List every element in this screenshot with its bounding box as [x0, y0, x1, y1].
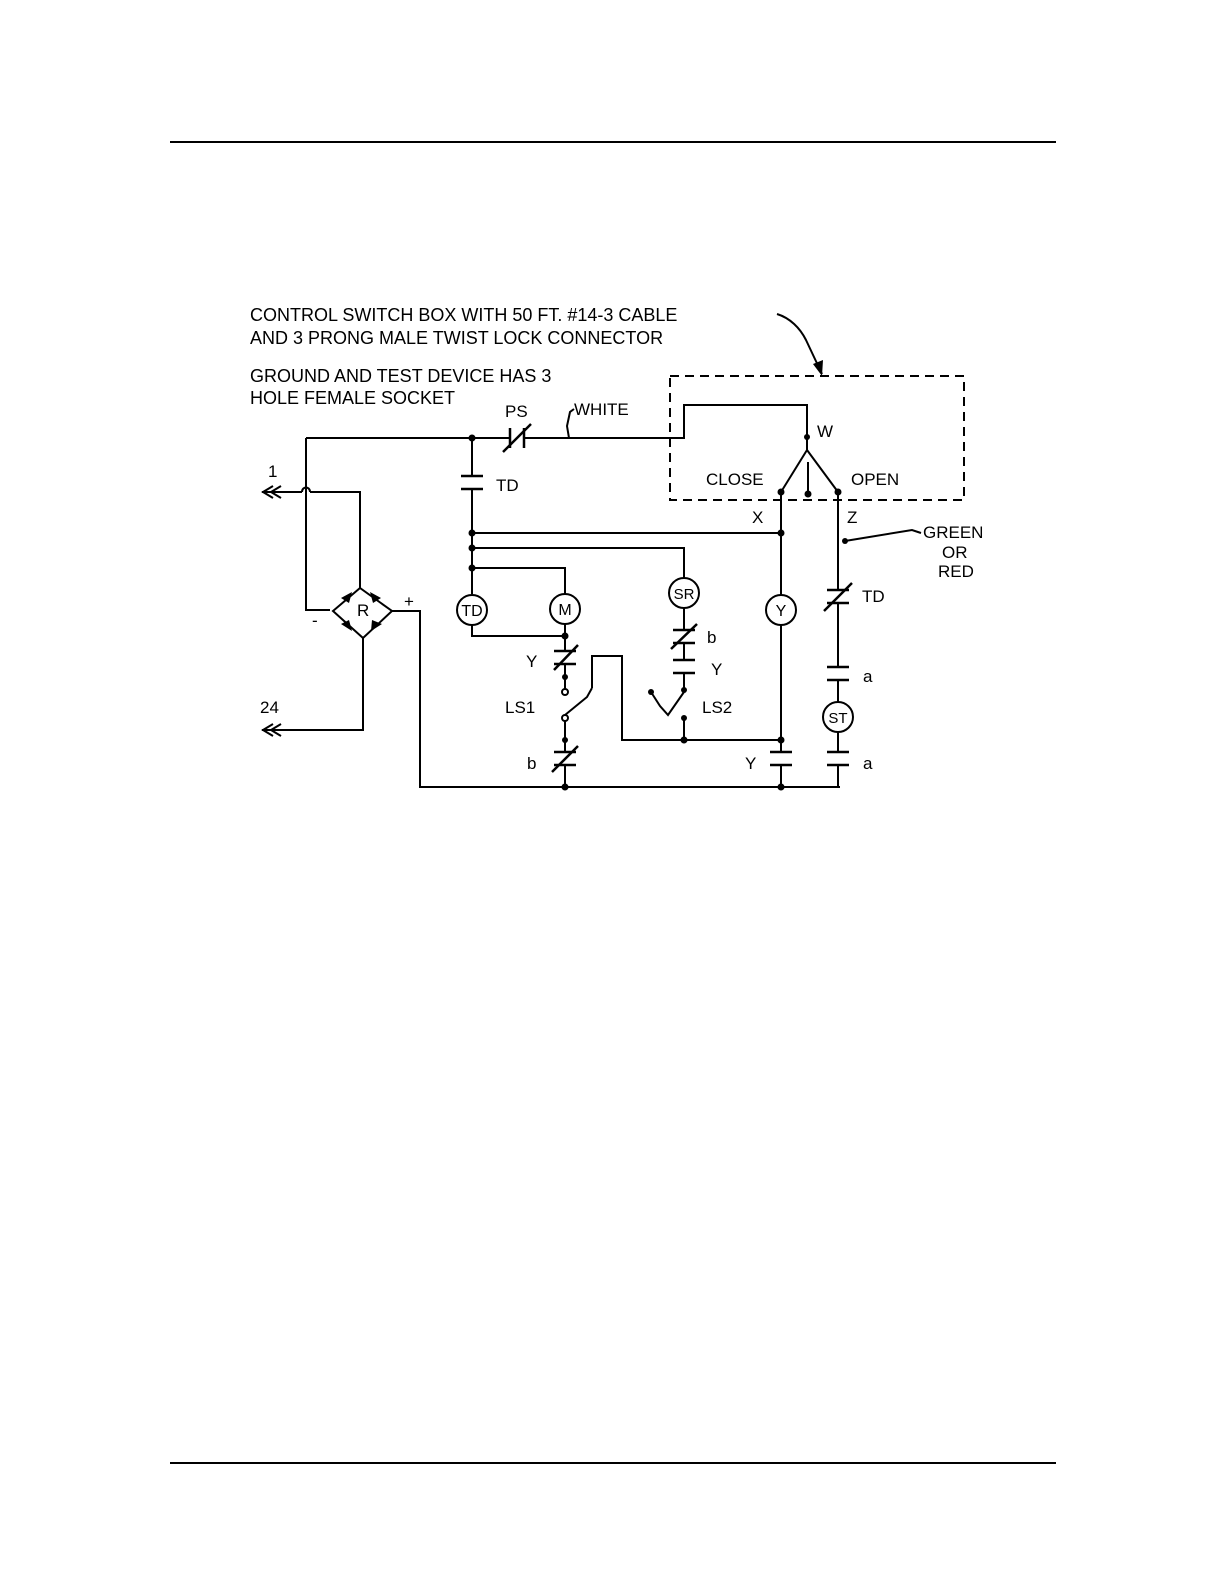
- label-open: OPEN: [851, 470, 899, 489]
- wire-terminal-1: [262, 492, 360, 588]
- diode-3-icon: [341, 620, 352, 631]
- wire-positive-bus: [392, 611, 840, 787]
- label-white: WHITE: [574, 400, 629, 419]
- td-coil-label: TD: [461, 603, 482, 620]
- node-bottom-y: [778, 784, 785, 791]
- label-ls1: LS1: [505, 698, 535, 717]
- label-y-sr: Y: [711, 660, 722, 679]
- rectifier-plus: +: [404, 592, 414, 611]
- box-leader-arrowhead: [813, 360, 823, 376]
- node-off: [805, 491, 812, 498]
- label-ls2: LS2: [702, 698, 732, 717]
- ls1-blade: [565, 688, 592, 715]
- green-tag-leader: [845, 530, 921, 541]
- label-red: RED: [938, 562, 974, 581]
- bus-sr: [472, 548, 684, 578]
- label-y-bottom: Y: [745, 754, 756, 773]
- note-control-box-1: CONTROL SWITCH BOX WITH 50 FT. #14-3 CAB…: [250, 305, 677, 325]
- node-ls2-arm: [648, 689, 654, 695]
- ls1-terminal-bottom: [562, 715, 568, 721]
- td-no-contact: [461, 476, 483, 489]
- note-ground-2: HOLE FEMALE SOCKET: [250, 388, 455, 408]
- rectifier-label: R: [357, 601, 369, 620]
- node-bus-x: [469, 530, 476, 537]
- y-contact-sr: [673, 660, 695, 673]
- node-m-bottom: [562, 633, 569, 640]
- y-coil-label: Y: [776, 603, 787, 620]
- label-z: Z: [847, 508, 857, 527]
- label-close: CLOSE: [706, 470, 764, 489]
- terminal-1-label: 1: [268, 462, 277, 481]
- wire-left-supply: [306, 438, 330, 610]
- switch-arms: [781, 450, 838, 492]
- terminal-24-label: 24: [260, 698, 279, 717]
- node-ls1-top: [562, 674, 568, 680]
- node-top-td: [469, 435, 476, 442]
- label-td-contact-nc: TD: [862, 587, 885, 606]
- node-w: [804, 434, 810, 440]
- node-ls1-bottom: [562, 737, 568, 743]
- white-tag-leader: [567, 409, 574, 438]
- node-bottom-m: [562, 784, 569, 791]
- m-coil-label: M: [558, 602, 571, 619]
- a-contact-top: [827, 667, 849, 680]
- sr-coil-label: SR: [674, 586, 695, 603]
- label-y-contact-m: Y: [526, 652, 537, 671]
- label-x: X: [752, 508, 763, 527]
- a-contact-bottom: [827, 752, 849, 765]
- wire-ls1-bypass: [592, 656, 684, 740]
- rectifier-minus: -: [312, 611, 318, 630]
- wire-top-right: [524, 405, 807, 438]
- y-contact-bottom: [770, 752, 792, 765]
- diode-1-icon: [341, 592, 352, 603]
- label-td-contact-no: TD: [496, 476, 519, 495]
- ls1-terminal-top: [562, 689, 568, 695]
- node-ls2-bottom: [681, 715, 687, 721]
- label-green: GREEN: [923, 523, 983, 542]
- wire-td-coil-bottom: [472, 625, 565, 636]
- ls2-blade: [651, 692, 684, 715]
- label-a-top: a: [863, 667, 873, 686]
- label-or: OR: [942, 543, 968, 562]
- label-a-bottom: a: [863, 754, 873, 773]
- note-control-box-2: AND 3 PRONG MALE TWIST LOCK CONNECTOR: [250, 328, 663, 348]
- label-b-bottom: b: [527, 754, 536, 773]
- node-bus-sr: [469, 545, 476, 552]
- bus-m: [472, 568, 565, 594]
- note-ground-1: GROUND AND TEST DEVICE HAS 3: [250, 366, 551, 386]
- st-coil-label: ST: [828, 710, 847, 727]
- label-ps: PS: [505, 402, 528, 421]
- label-w: W: [817, 422, 833, 441]
- label-b-sr: b: [707, 628, 716, 647]
